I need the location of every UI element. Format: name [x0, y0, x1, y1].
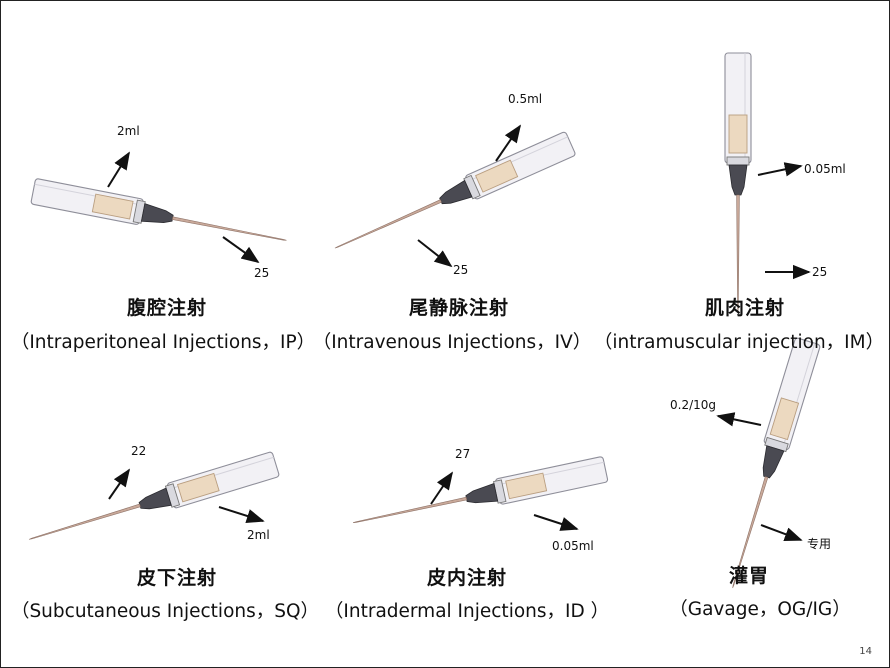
ip-subtitle: （Intraperitoneal Injections，IP）: [10, 332, 316, 353]
id-syringe: [349, 455, 609, 536]
iv-gauge-label: 25: [453, 263, 469, 277]
im-gauge-label: 25: [812, 265, 828, 279]
og-volume-arrow: [716, 412, 762, 427]
iv-title: 尾静脉注射: [408, 297, 510, 319]
ip-gauge-arrow: [222, 236, 260, 264]
sq-gauge-arrow: [218, 506, 265, 523]
og-syringe: [719, 336, 822, 593]
im-syringe: [724, 52, 752, 312]
id-volume-arrow: [430, 471, 454, 505]
og-gauge-label: 专用: [807, 537, 832, 551]
iv-subtitle: （Intravenous Injections，IV）: [312, 332, 592, 353]
og-volume-label: 0.2/10g: [670, 398, 717, 412]
ip-volume-label: 2ml: [117, 124, 140, 138]
sq-gauge-label: 22: [131, 444, 147, 458]
id-gauge-label: 27: [455, 447, 471, 461]
og-title: 灌胃: [728, 565, 770, 587]
ip-gauge-label: 25: [254, 266, 270, 280]
id-title: 皮内注射: [426, 567, 508, 589]
iv-gauge-arrow: [417, 239, 453, 268]
og-subtitle: （Gavage，OG/IG）: [669, 599, 851, 620]
iv-syringe: [329, 130, 577, 261]
sq-volume-arrow: [108, 468, 131, 500]
sq-volume-label: 2ml: [247, 528, 270, 542]
og-gauge-arrow: [760, 524, 803, 542]
iv-volume-label: 0.5ml: [508, 92, 543, 106]
sq-syringe: [24, 450, 281, 553]
ip-volume-arrow: [107, 151, 130, 188]
page-number: 14: [859, 646, 872, 657]
id-subtitle: （Intradermal Injections，ID ）: [324, 601, 610, 622]
iv-volume-arrow: [495, 124, 522, 162]
im-subtitle: （intramuscular injection，IM）: [593, 332, 885, 353]
im-volume-arrow: [757, 162, 803, 177]
id-volume-label: 0.05ml: [552, 539, 594, 553]
sq-title: 皮下注射: [136, 567, 218, 589]
im-title: 肌肉注射: [704, 297, 786, 319]
id-gauge-arrow: [533, 514, 579, 531]
sq-subtitle: （Subcutaneous Injections，SQ）: [10, 601, 320, 622]
ip-title: 腹腔注射: [126, 297, 208, 319]
im-volume-label: 0.05ml: [804, 162, 846, 176]
ip-syringe: [30, 177, 290, 254]
